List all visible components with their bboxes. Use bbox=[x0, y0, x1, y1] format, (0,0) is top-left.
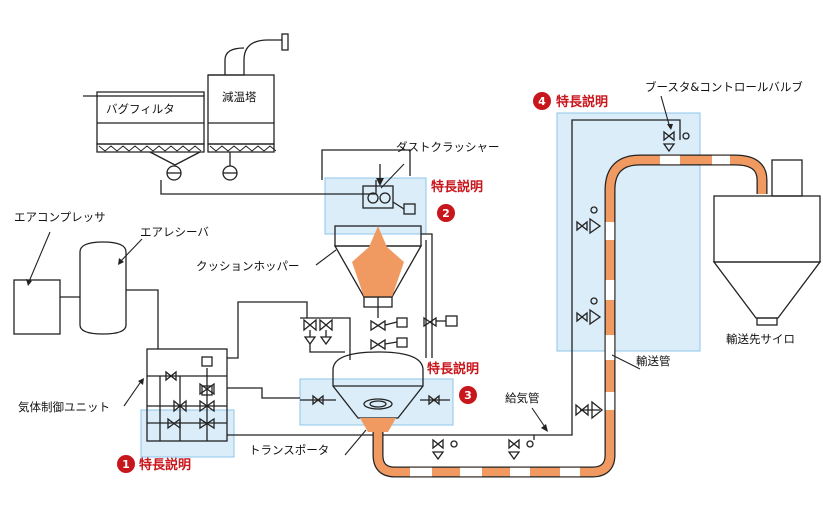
feature-1-label: 特長説明 bbox=[139, 457, 191, 473]
feature-1-highlight[interactable] bbox=[140, 409, 235, 458]
feature-4-highlight[interactable] bbox=[556, 112, 701, 352]
feature-2-number: 2 bbox=[442, 207, 450, 220]
label-cooling-tower: 減温塔 bbox=[222, 90, 257, 104]
feature-2-badge[interactable]: 2 特長説明 bbox=[431, 179, 483, 222]
feature-3-badge[interactable]: 3 特長説明 bbox=[427, 361, 479, 404]
feature-2-label: 特長説明 bbox=[431, 179, 483, 195]
label-air-compressor: エアコンプレッサ bbox=[14, 210, 106, 224]
label-gas-control-unit: 気体制御ユニット bbox=[18, 400, 110, 414]
label-supply-air-pipe: 給気管 bbox=[505, 391, 540, 405]
feature-3-number: 3 bbox=[464, 389, 472, 402]
feature-3-label: 特長説明 bbox=[427, 361, 479, 377]
transport-pipe bbox=[372, 154, 768, 478]
cushion-hopper bbox=[333, 225, 423, 318]
feature-1-number: 1 bbox=[122, 458, 130, 471]
air-compressor bbox=[13, 279, 61, 335]
gas-control-unit bbox=[146, 348, 228, 442]
transporter bbox=[300, 351, 450, 432]
destination-silo bbox=[712, 159, 822, 326]
dust-crusher bbox=[362, 185, 416, 215]
label-bag-filter: バグフィルタ bbox=[106, 102, 175, 116]
booster-valves bbox=[431, 130, 690, 461]
label-cushion-hopper: クッションホッパー bbox=[196, 259, 300, 273]
label-booster-control-valve: ブースタ&コントロールバルブ bbox=[645, 80, 803, 94]
feature-4-label: 特長説明 bbox=[556, 94, 608, 110]
label-transport-pipe: 輸送管 bbox=[636, 354, 671, 368]
cooling-tower bbox=[207, 33, 289, 153]
feature-4-number: 4 bbox=[538, 95, 546, 108]
feature-1-badge[interactable]: 1 特長説明 bbox=[117, 455, 191, 473]
label-transporter: トランスポータ bbox=[249, 443, 329, 457]
label-dust-crusher: ダストクラッシャー bbox=[396, 140, 500, 154]
air-receiver bbox=[79, 241, 127, 335]
feature-4-badge[interactable]: 4 特長説明 bbox=[533, 92, 608, 110]
feature-3-highlight[interactable] bbox=[299, 378, 454, 426]
bag-filter bbox=[83, 91, 205, 166]
label-destination-silo: 輸送先サイロ bbox=[726, 332, 795, 346]
label-air-receiver: エアレシーバ bbox=[140, 225, 209, 239]
